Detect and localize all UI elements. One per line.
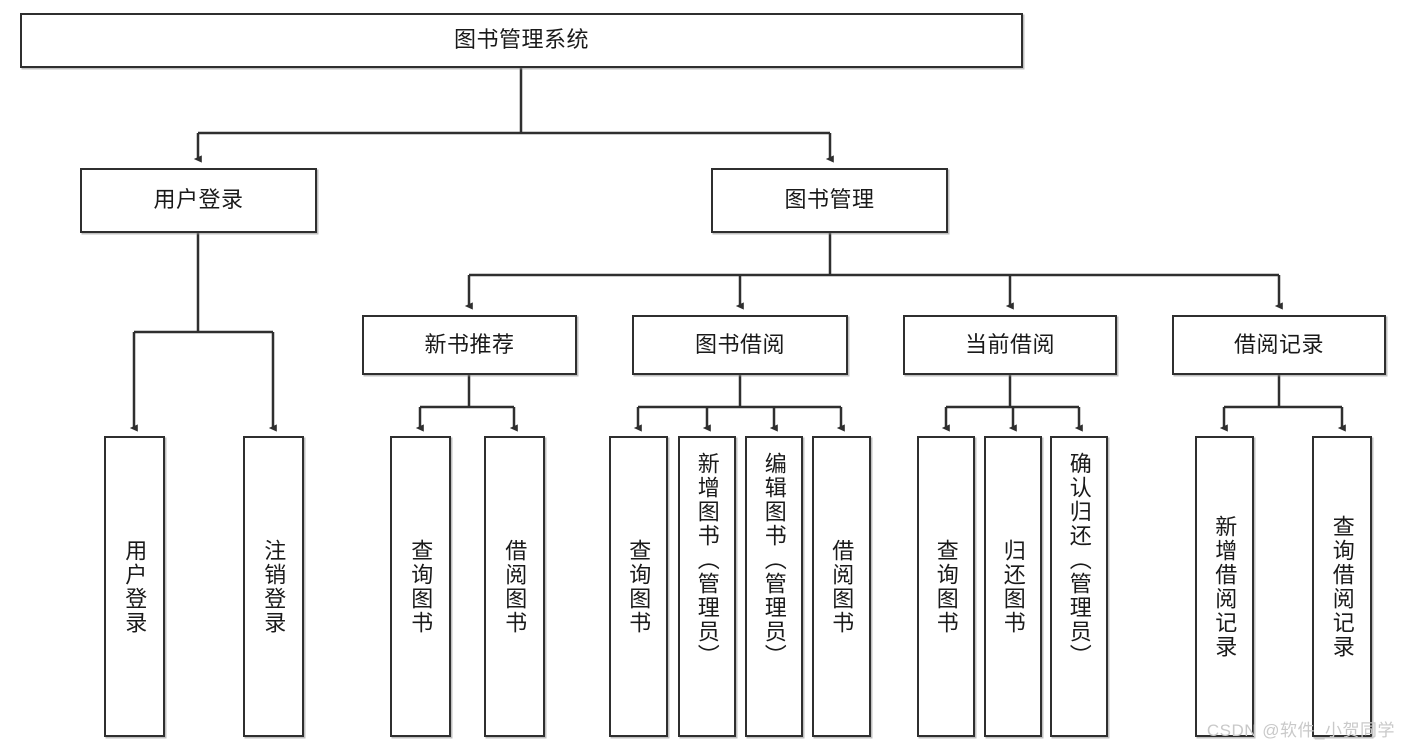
node-current-borrow[interactable]: 当前借阅 (903, 315, 1117, 375)
node-leaf-edit-book-label: 编辑图书（管理员） (761, 452, 787, 668)
node-leaf-logout-label: 注销登录 (261, 538, 287, 635)
node-book-manage[interactable]: 图书管理 (711, 168, 948, 233)
node-leaf-query-record-label: 查询借阅记录 (1329, 514, 1355, 659)
node-leaf-borrow-book-br[interactable]: 借阅图书 (812, 436, 871, 737)
node-leaf-return-book[interactable]: 归还图书 (984, 436, 1042, 737)
node-leaf-add-book[interactable]: 新增图书（管理员） (678, 436, 736, 737)
node-book-borrow[interactable]: 图书借阅 (632, 315, 848, 375)
node-root[interactable]: 图书管理系统 (20, 13, 1023, 68)
node-new-book-rec-label: 新书推荐 (424, 331, 515, 357)
node-leaf-borrow-book-rec-label: 借阅图书 (502, 538, 528, 635)
node-leaf-query-book-cb-label: 查询图书 (933, 538, 959, 635)
node-leaf-logout[interactable]: 注销登录 (243, 436, 304, 737)
node-leaf-query-book-cb[interactable]: 查询图书 (917, 436, 975, 737)
node-leaf-return-book-label: 归还图书 (1000, 538, 1026, 635)
node-user-login-label: 用户登录 (153, 187, 244, 213)
node-leaf-user-login-label: 用户登录 (122, 538, 148, 635)
node-book-borrow-label: 图书借阅 (694, 331, 785, 357)
node-leaf-confirm-return-label: 确认归还（管理员） (1066, 452, 1092, 668)
node-leaf-add-record-label: 新增借阅记录 (1212, 514, 1238, 659)
node-current-borrow-label: 当前借阅 (964, 331, 1055, 357)
node-leaf-add-book-label: 新增图书（管理员） (694, 452, 720, 668)
node-root-label: 图书管理系统 (453, 27, 589, 53)
node-leaf-query-book-rec-label: 查询图书 (408, 538, 434, 635)
node-leaf-query-record[interactable]: 查询借阅记录 (1312, 436, 1372, 737)
node-leaf-query-book-br[interactable]: 查询图书 (609, 436, 668, 737)
node-leaf-borrow-book-rec[interactable]: 借阅图书 (484, 436, 545, 737)
node-leaf-borrow-book-br-label: 借阅图书 (829, 538, 855, 635)
node-borrow-record[interactable]: 借阅记录 (1172, 315, 1386, 375)
node-leaf-confirm-return[interactable]: 确认归还（管理员） (1050, 436, 1108, 737)
node-new-book-rec[interactable]: 新书推荐 (362, 315, 577, 375)
node-borrow-record-label: 借阅记录 (1233, 331, 1324, 357)
node-leaf-add-record[interactable]: 新增借阅记录 (1195, 436, 1254, 737)
node-leaf-query-book-rec[interactable]: 查询图书 (390, 436, 451, 737)
node-leaf-edit-book[interactable]: 编辑图书（管理员） (745, 436, 803, 737)
node-user-login[interactable]: 用户登录 (80, 168, 317, 233)
node-book-manage-label: 图书管理 (784, 187, 875, 213)
node-leaf-user-login[interactable]: 用户登录 (104, 436, 165, 737)
node-leaf-query-book-br-label: 查询图书 (626, 538, 652, 635)
